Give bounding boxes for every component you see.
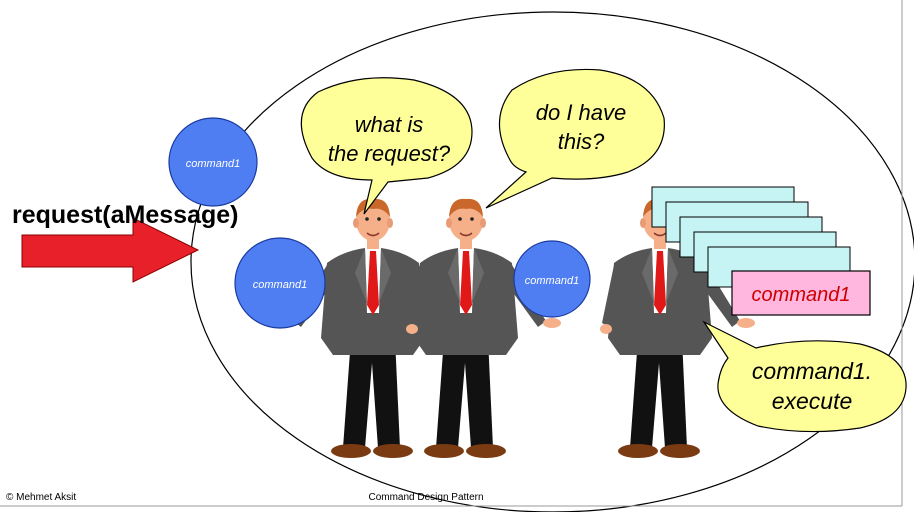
command-circle-top-label: command1: [186, 158, 240, 170]
command-circle-right-label: command1: [525, 275, 579, 287]
command-circle-left-label: command1: [253, 279, 307, 291]
command-circle-left: command1: [234, 237, 326, 329]
bubble-have-line2: this?: [558, 129, 605, 154]
bubble-execute-line1: command1.: [752, 358, 872, 384]
person-middle: [406, 198, 561, 459]
request-label: request(aMessage): [12, 201, 238, 229]
bubble-what-is-request: what is the request?: [300, 77, 473, 215]
bubble-what-line1: what is: [355, 112, 423, 137]
bubble-execute-line2: execute: [772, 388, 853, 414]
bubble-have-line1: do I have: [536, 100, 627, 125]
bubble-do-i-have: do I have this?: [485, 68, 665, 209]
footer-author: © Mehmet Aksit: [6, 492, 76, 503]
request-arrow: [21, 217, 200, 283]
bubble-what-line2: the request?: [328, 141, 451, 166]
command-circle-right: command1: [513, 240, 591, 318]
footer-title: Command Design Pattern: [368, 492, 483, 503]
command-circle-top: command1: [168, 117, 258, 207]
command-card-label: command1: [752, 284, 851, 306]
command-card-stack: command1: [651, 186, 871, 316]
bubble-execute: command1. execute: [702, 320, 907, 433]
